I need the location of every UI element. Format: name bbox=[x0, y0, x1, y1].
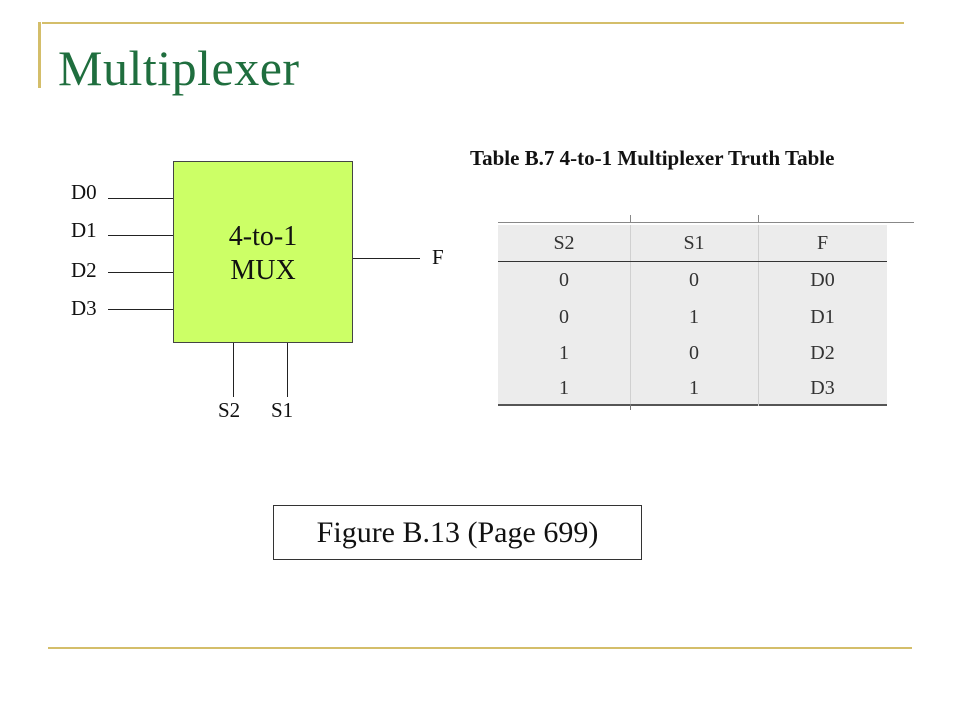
table-body bbox=[498, 225, 887, 406]
table-top-tick bbox=[758, 215, 759, 223]
table-bottom-tick bbox=[630, 404, 631, 410]
frame-top-line bbox=[42, 22, 904, 24]
table-cell: 0 bbox=[559, 306, 569, 328]
table-cell: D3 bbox=[810, 377, 835, 399]
table-top-rule bbox=[498, 222, 914, 223]
table-cell: 0 bbox=[689, 269, 699, 291]
mux-box bbox=[173, 161, 353, 343]
table-cell: 0 bbox=[559, 269, 569, 291]
output-label-f: F bbox=[432, 245, 444, 269]
table-cell: 0 bbox=[689, 342, 699, 364]
table-column-divider bbox=[630, 225, 631, 406]
table-cell: D1 bbox=[810, 306, 835, 328]
figure-caption: Figure B.13 (Page 699) bbox=[273, 505, 642, 560]
input-label-d3: D3 bbox=[71, 296, 97, 320]
table-cell: D0 bbox=[810, 269, 835, 291]
input-wire-d3 bbox=[108, 309, 173, 310]
table-title: Table B.7 4-to-1 Multiplexer Truth Table bbox=[470, 146, 835, 170]
select-label-s1: S1 bbox=[271, 398, 294, 422]
input-label-d1: D1 bbox=[71, 218, 97, 242]
frame-bottom-line bbox=[48, 647, 912, 649]
table-header-cell: S1 bbox=[683, 232, 705, 254]
table-top-tick bbox=[630, 215, 631, 223]
table-cell: 1 bbox=[559, 342, 569, 364]
input-wire-d2 bbox=[108, 272, 173, 273]
select-wire-s1 bbox=[287, 343, 288, 397]
output-wire-f bbox=[353, 258, 420, 259]
table-header-cell: S2 bbox=[553, 232, 575, 254]
input-label-d0: D0 bbox=[71, 180, 97, 204]
frame-left-bar bbox=[38, 22, 41, 88]
table-cell: 1 bbox=[559, 377, 569, 399]
select-label-s2: S2 bbox=[218, 398, 241, 422]
select-wire-s2 bbox=[233, 343, 234, 397]
mux-label: 4-to-1 MUX bbox=[228, 221, 298, 286]
table-cell: 1 bbox=[689, 306, 699, 328]
input-label-d2: D2 bbox=[71, 258, 97, 282]
table-cell: 1 bbox=[689, 377, 699, 399]
input-wire-d1 bbox=[108, 235, 173, 236]
table-column-divider bbox=[758, 225, 759, 406]
table-header-cell: F bbox=[816, 232, 829, 254]
table-header-rule bbox=[498, 261, 887, 262]
input-wire-d0 bbox=[108, 198, 173, 199]
slide-title: Multiplexer bbox=[58, 40, 300, 96]
table-cell: D2 bbox=[810, 342, 835, 364]
